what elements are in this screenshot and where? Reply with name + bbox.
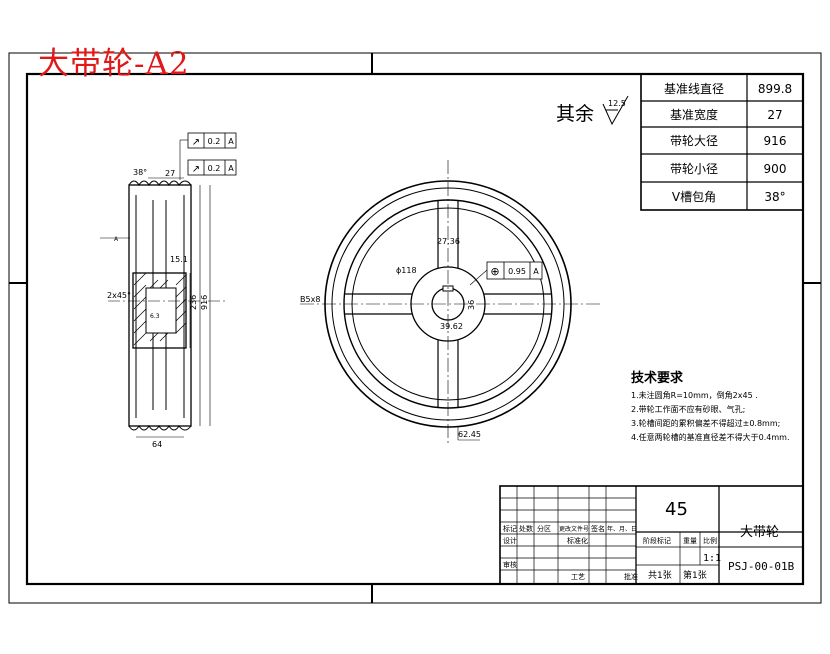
tb-scale-value: 1:1 (703, 553, 721, 564)
param-label-3: 带轮小径 (670, 162, 718, 176)
dim-groove-width: 27 (165, 169, 175, 178)
dim-datum-mark: A (114, 236, 119, 243)
param-label-0: 基准线直径 (664, 82, 724, 96)
tol-frame-1-value: 0.2 (208, 137, 221, 146)
pos-tol-value: 0.95 (508, 267, 526, 276)
tech-heading: 技术要求 (631, 370, 684, 386)
tb-header-2: 分区 (537, 524, 551, 533)
tb-header-1: 处数 (519, 524, 533, 533)
tb-part-name: 大带轮 (740, 525, 779, 540)
pos-tol-datum: A (533, 267, 539, 276)
section-view: ↗ 0.2 A ↗ 0.2 A 38° 27 15.1 2x45° A 6.3 … (100, 132, 237, 449)
dim-hub-dia: 236 (189, 295, 198, 310)
pos-tol-symbol: ⊕ (490, 265, 499, 278)
tb-row-design: 设计 (503, 536, 517, 545)
tol-frame-2-value: 0.2 (208, 164, 221, 173)
tech-item-1: 1.未注圆角R=10mm，倒角2x45 . (631, 390, 758, 400)
tol-frame-1-datum: A (228, 137, 234, 146)
tech-item-2: 2.带轮工作面不应有砂眼、气孔; (631, 404, 745, 414)
tb-scale-label: 比例 (703, 536, 717, 545)
tb-header-4: 签名 (591, 524, 605, 533)
tol-frame-2-symbol: ↗ (192, 164, 200, 175)
tb-material: 45 (665, 499, 688, 520)
tb-row-approve: 批准 (624, 572, 638, 581)
dim-chamfer: 2x45° (107, 291, 131, 300)
tech-item-3: 3.轮槽间距的累积偏差不得超过±0.8mm; (631, 418, 780, 428)
dim-roughness-mark: 6.3 (150, 313, 160, 320)
param-value-0: 899.8 (758, 82, 792, 96)
inner-border (25, 72, 805, 586)
dim-key-height: 36 (467, 300, 476, 310)
dim-hub-length: 64 (152, 440, 162, 449)
dim-keyway: B5x8 (300, 295, 320, 304)
dim-bore-gap: 39.62 (440, 322, 463, 331)
tb-header-3: 更改文件号 (559, 525, 589, 533)
param-label-2: 带轮大径 (670, 134, 718, 148)
roughness-value: 12.5 (608, 99, 626, 108)
tol-frame-2-datum: A (228, 164, 234, 173)
dim-outer-dia: 916 (200, 295, 209, 310)
param-value-4: 38° (764, 190, 785, 204)
title-block: 标记 处数 分区 更改文件号 签名 年、月、日 设计 标准化 审核 工艺 批准 … (499, 485, 804, 585)
tb-header-5: 年、月、日 (607, 525, 637, 533)
dim-rim-width: 62.45 (458, 430, 481, 439)
dim-rib-width: 27.36 (437, 237, 460, 246)
tb-row-process: 工艺 (571, 573, 585, 581)
tb-header-0: 标记 (503, 524, 517, 533)
tb-drawing-number: PSJ-00-01B (728, 560, 795, 573)
roughness-label: 其余 (556, 103, 594, 125)
tb-stage-label: 阶段标记 (643, 536, 671, 545)
tech-item-4: 4.任意两轮槽的基准直径差不得大于0.4mm. (631, 432, 789, 442)
outer-border (8, 52, 822, 604)
tb-sheet-total: 共1张 (648, 570, 672, 581)
dim-groove-angle: 38° (133, 168, 147, 177)
tb-weight-label: 重量 (683, 537, 697, 545)
param-value-2: 916 (764, 134, 787, 148)
tech-requirements: 技术要求 1.未注圆角R=10mm，倒角2x45 . 2.带轮工作面不应有砂眼、… (631, 370, 789, 442)
dim-hub-step: 15.1 (170, 255, 188, 264)
front-view: ⊕ 0.95 A 27.36 ϕ118 B5x8 39.62 36 62.45 (300, 160, 600, 445)
dim-hub-circle: ϕ118 (396, 266, 417, 275)
param-label-4: V槽包角 (672, 190, 716, 204)
param-value-1: 27 (767, 108, 782, 122)
roughness-symbol (602, 95, 629, 126)
tb-row-standard: 标准化 (567, 536, 588, 545)
drawing-title: 大带轮-A2 (38, 46, 190, 82)
param-label-1: 基准宽度 (670, 107, 718, 122)
tol-frame-1-symbol: ↗ (192, 137, 200, 148)
tb-sheet-index: 第1张 (683, 569, 707, 581)
tb-row-review: 审核 (503, 560, 517, 569)
parameter-table: 基准线直径 899.8 基准宽度 27 带轮大径 916 带轮小径 900 V槽… (640, 73, 804, 211)
param-value-3: 900 (764, 162, 787, 176)
